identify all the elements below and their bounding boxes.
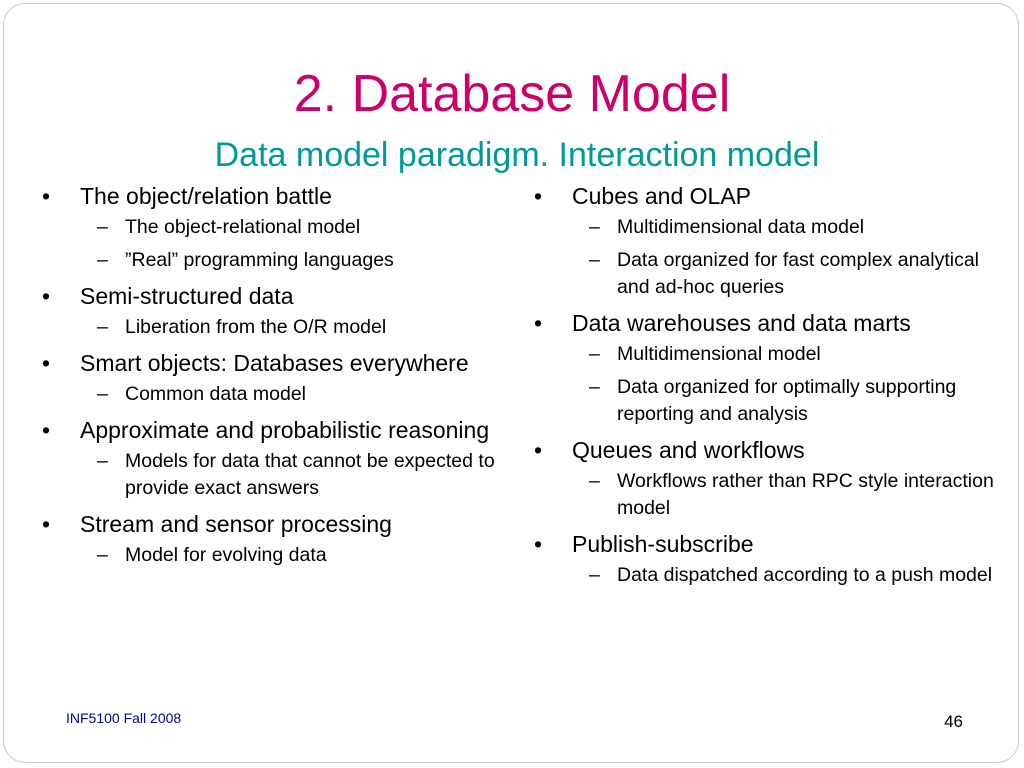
bullet-text: Queues and workflows [572, 437, 805, 463]
dash-marker: – [97, 216, 108, 238]
sub-list: –Workflows rather than RPC style interac… [572, 468, 1006, 522]
sub-list: –Common data model [80, 381, 534, 408]
bullet-text: Cubes and OLAP [572, 183, 752, 209]
sub-item: –Liberation from the O/R model [80, 314, 534, 341]
dash-marker: – [589, 564, 600, 586]
sub-text: Liberation from the O/R model [125, 316, 387, 338]
sub-item: –Data organized for fast complex analyti… [572, 247, 1006, 301]
bullet-item: Cubes and OLAP –Multidimensional data mo… [526, 180, 1006, 301]
dash-marker: – [589, 249, 600, 271]
sub-text: Common data model [125, 383, 307, 405]
left-column: The object/relation battle –The object-r… [34, 180, 534, 575]
bullet-item: Queues and workflows –Workflows rather t… [526, 434, 1006, 522]
sub-text: Data dispatched according to a push mode… [617, 564, 993, 586]
dash-marker: – [589, 376, 600, 398]
sub-list: –The object-relational model –”Real” pro… [80, 214, 534, 274]
footer-course-label: INF5100 Fall 2008 [66, 710, 182, 726]
sub-text: Data organized for fast complex analytic… [617, 249, 980, 298]
sub-list: –Multidimensional data model –Data organ… [572, 214, 1006, 301]
right-column: Cubes and OLAP –Multidimensional data mo… [526, 180, 1006, 595]
dash-marker: – [589, 343, 600, 365]
sub-item: –The object-relational model [80, 214, 534, 241]
sub-text: ”Real” programming languages [125, 249, 394, 271]
sub-text: The object-relational model [125, 216, 361, 238]
sub-list: –Liberation from the O/R model [80, 314, 534, 341]
sub-item: –Models for data that cannot be expected… [80, 448, 534, 502]
bullet-item: Data warehouses and data marts –Multidim… [526, 307, 1006, 428]
sub-text: Model for evolving data [125, 544, 327, 566]
slide: 2. Database Model Data model paradigm. I… [3, 3, 1019, 763]
bullet-text: Smart objects: Databases everywhere [80, 350, 469, 376]
sub-text: Models for data that cannot be expected … [125, 450, 495, 499]
sub-item: –Data organized for optimally supporting… [572, 374, 1006, 428]
bullet-item: Smart objects: Databases everywhere –Com… [34, 347, 534, 408]
sub-text: Multidimensional data model [617, 216, 865, 238]
bullet-item: Stream and sensor processing –Model for … [34, 508, 534, 569]
sub-text: Multidimensional model [617, 343, 821, 365]
dash-marker: – [589, 216, 600, 238]
dash-marker: – [97, 544, 108, 566]
bullet-item: The object/relation battle –The object-r… [34, 180, 534, 274]
bullet-text: Approximate and probabilistic reasoning [80, 417, 490, 443]
sub-text: Data organized for optimally supporting … [617, 376, 957, 425]
sub-item: –Multidimensional data model [572, 214, 1006, 241]
sub-item: –Model for evolving data [80, 542, 534, 569]
dash-marker: – [97, 383, 108, 405]
sub-text: Workflows rather than RPC style interact… [617, 470, 994, 519]
sub-item: –Multidimensional model [572, 341, 1006, 368]
bullet-item: Semi-structured data –Liberation from th… [34, 280, 534, 341]
bullet-text: Semi-structured data [80, 283, 294, 309]
slide-title: 2. Database Model [293, 65, 731, 123]
sub-item: –Common data model [80, 381, 534, 408]
sub-item: –”Real” programming languages [80, 247, 534, 274]
sub-item: –Data dispatched according to a push mod… [572, 562, 1006, 589]
bullet-text: The object/relation battle [80, 183, 332, 209]
dash-marker: – [97, 249, 108, 271]
dash-marker: – [97, 316, 108, 338]
dash-marker: – [589, 470, 600, 492]
sub-item: –Workflows rather than RPC style interac… [572, 468, 1006, 522]
bullet-item: Publish-subscribe –Data dispatched accor… [526, 528, 1006, 589]
slide-subtitle: Data model paradigm. Interaction model [214, 136, 820, 174]
sub-list: –Models for data that cannot be expected… [80, 448, 534, 502]
sub-list: –Model for evolving data [80, 542, 534, 569]
bullet-item: Approximate and probabilistic reasoning … [34, 414, 534, 502]
bullet-text: Data warehouses and data marts [572, 310, 911, 336]
dash-marker: – [97, 450, 108, 472]
page-number: 46 [944, 712, 963, 731]
bullet-text: Publish-subscribe [572, 531, 754, 557]
bullet-text: Stream and sensor processing [80, 511, 392, 537]
sub-list: –Data dispatched according to a push mod… [572, 562, 1006, 589]
sub-list: –Multidimensional model –Data organized … [572, 341, 1006, 428]
